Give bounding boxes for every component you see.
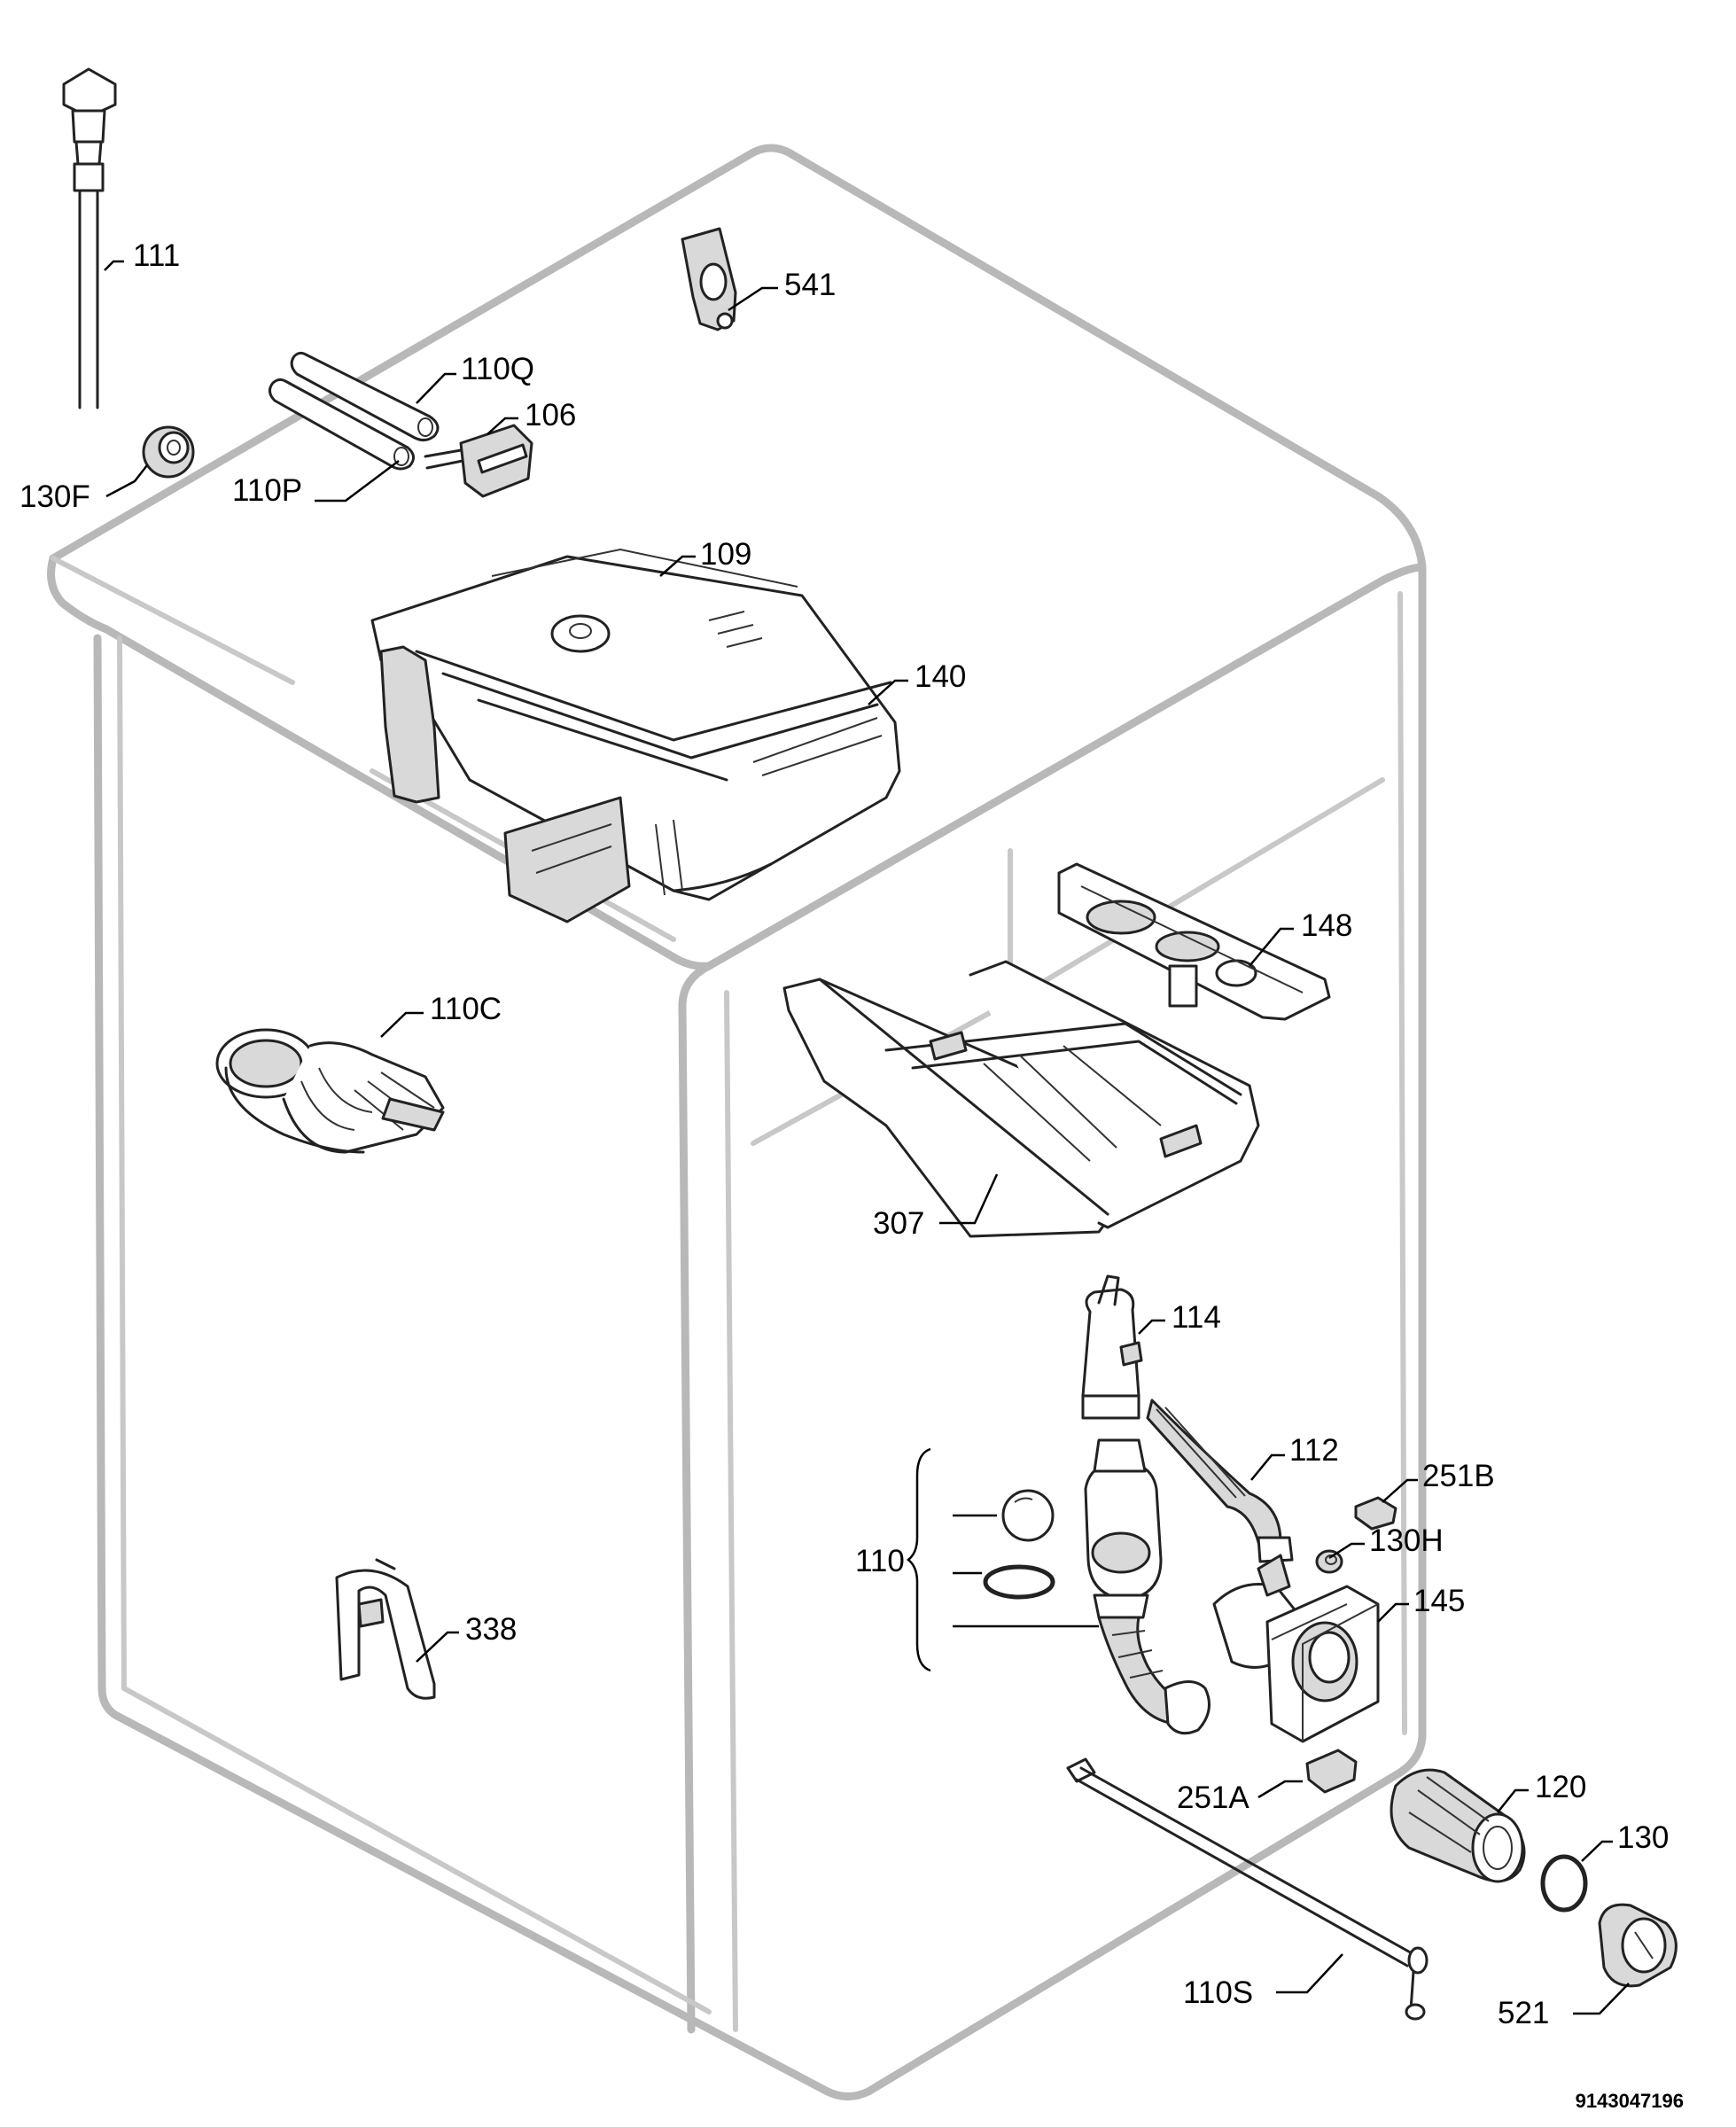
- label-111: 111: [133, 238, 180, 273]
- pressure-hose-112: [1146, 1399, 1294, 1563]
- label-145: 145: [1413, 1584, 1465, 1618]
- plug-130F: [142, 425, 195, 479]
- label-251A: 251A: [1177, 1780, 1249, 1815]
- label-130H: 130H: [1369, 1523, 1444, 1558]
- document-id: 9143047196: [1576, 2090, 1684, 2112]
- label-112: 112: [1289, 1433, 1339, 1468]
- label-130: 130: [1617, 1820, 1669, 1855]
- label-110S: 110S: [1183, 1975, 1253, 2010]
- o-ring-130: [1540, 1854, 1588, 1913]
- air-chamber-114: [1081, 1274, 1143, 1420]
- callout-labels: 111 541 110Q 106 130F 110P 109 140 148 1…: [19, 238, 1684, 2112]
- label-140: 140: [915, 659, 966, 694]
- pump-housing-145: [1212, 1554, 1380, 1743]
- label-338: 338: [465, 1612, 517, 1647]
- label-106: 106: [525, 398, 576, 432]
- leader-lines: [104, 260, 1630, 2015]
- inlet-hose-111: [62, 67, 117, 409]
- dispenser-housing-109-140: [370, 548, 901, 923]
- label-110Q: 110Q: [461, 352, 534, 386]
- label-130F: 130F: [19, 479, 90, 514]
- label-114: 114: [1172, 1300, 1221, 1335]
- label-109: 109: [700, 537, 751, 572]
- valve-106: [424, 424, 533, 498]
- label-251B: 251B: [1422, 1459, 1495, 1493]
- label-110: 110: [855, 1544, 905, 1578]
- filter-cap-521: [1598, 1903, 1678, 1988]
- label-521: 521: [1498, 1996, 1549, 2030]
- sump-group-110: [983, 1438, 1211, 1735]
- hoses-110Q-110P: [269, 351, 440, 471]
- drain-hose-110S: [1066, 1757, 1429, 2021]
- hose-110C: [215, 1028, 445, 1154]
- dispenser-cover-148: [1057, 862, 1331, 1021]
- bracket-541: [681, 227, 737, 331]
- filter-120: [1390, 1768, 1526, 1883]
- clips-and-plugs: [1305, 1496, 1397, 1794]
- label-307: 307: [873, 1206, 924, 1241]
- label-120: 120: [1535, 1770, 1586, 1804]
- label-541: 541: [784, 268, 836, 302]
- label-148: 148: [1301, 908, 1352, 943]
- label-110P: 110P: [232, 473, 302, 508]
- hose-guide-338: [335, 1558, 436, 1700]
- detergent-drawer-307: [782, 960, 1260, 1238]
- label-110C: 110C: [430, 992, 502, 1026]
